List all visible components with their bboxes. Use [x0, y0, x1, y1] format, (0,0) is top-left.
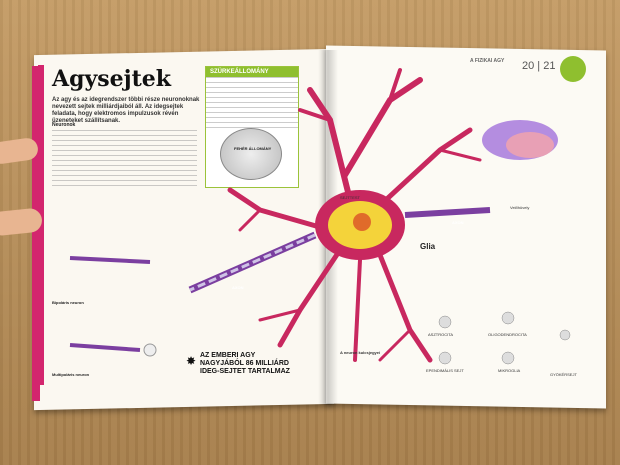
body-paragraph	[52, 130, 197, 190]
neuron-key-label: A neuron kulcsjegyei	[340, 350, 381, 355]
cell-body-label: SEJTTEST	[340, 195, 361, 200]
axon-label: AXON	[232, 285, 244, 290]
axon-label-right: AXON	[452, 220, 464, 225]
bipolar-label: Bipoláris neuron	[52, 300, 84, 305]
page-numbers: 20 | 21	[522, 60, 556, 72]
brain-illustration	[220, 128, 282, 180]
section-heading: Neuronok	[52, 122, 76, 128]
intro-text: Az agy és az idegrendszer többi része ne…	[52, 97, 200, 124]
box-title: SZÜRKEÁLLOMÁNY	[206, 67, 298, 77]
box-text	[206, 77, 298, 128]
glia-type: GYÖKÉRSEJT	[550, 372, 577, 377]
star-icon: ✸	[186, 354, 197, 368]
multipolar-label: Multipoláris neuron	[52, 372, 90, 377]
page-title: Agysejtek	[52, 66, 171, 92]
glia-type: ASZTROCITA	[428, 332, 454, 337]
myelin-label: Velőhüvely	[510, 205, 530, 210]
head-icon	[560, 56, 586, 82]
chapter-header: A FIZIKAI AGY	[470, 58, 505, 64]
glia-title: Glia	[420, 242, 436, 251]
brain-label: FEHÉR ÁLLOMÁNY	[234, 146, 272, 151]
glia-type: OLIGODENDROCITA	[488, 332, 527, 337]
fact-quote: AZ EMBERI AGY NAGYJÁBÓL 86 MILLIÁRD IDEG…	[200, 352, 290, 375]
glia-type: EPENDIMÁLIS SEJT	[426, 368, 464, 373]
glia-type: MIKROGLIA	[498, 368, 521, 373]
pink-page-edge	[32, 66, 40, 401]
